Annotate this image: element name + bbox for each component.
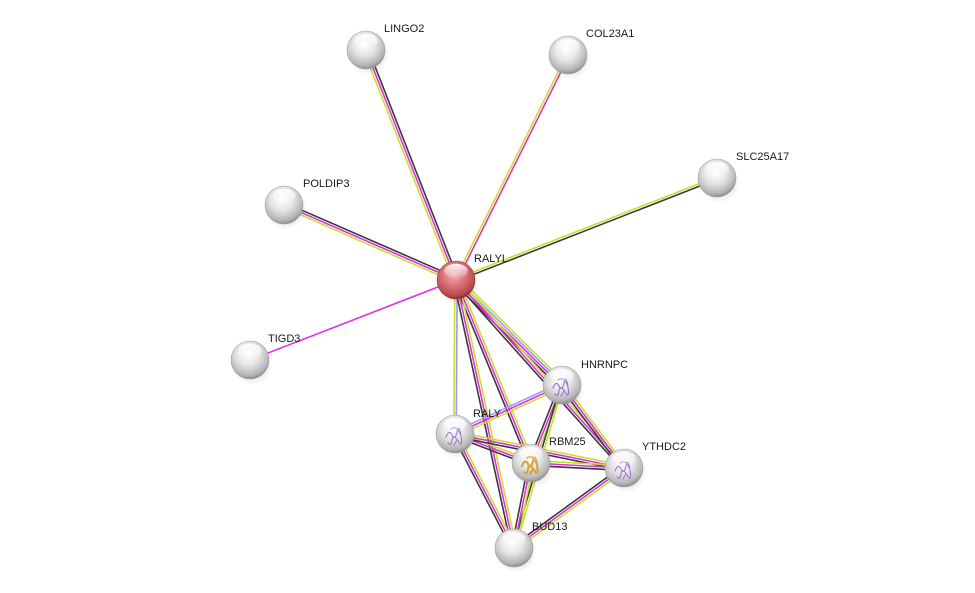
node-gloss [443,417,467,433]
node-gloss [550,368,574,384]
edge-evidence-coexpression [453,280,530,465]
node-raly[interactable]: RALY [435,408,502,459]
node-gloss [519,446,543,462]
edge-evidence-experiments [249,279,457,361]
node-bud13[interactable]: BUD13 [494,521,567,573]
edge-ralyl-rbm25[interactable] [453,278,534,465]
node-tigd3[interactable]: TIGD3 [230,333,300,385]
edge-evidence-coexpression [512,465,624,547]
edge-ralyl-ythdc2[interactable] [453,277,627,471]
node-label: BUD13 [532,521,567,533]
edge-evidence-textmining [514,469,626,551]
node-label: RALYL [474,253,508,265]
edge-evidence-textmining [457,278,534,463]
node-label: TIGD3 [268,333,300,345]
node-hnrnpc[interactable]: HNRNPC [542,359,628,410]
edge-evidence-coexpression [453,281,623,471]
edge-evidence-experiments [455,279,515,549]
node-gloss [238,343,262,359]
node-gloss [556,38,580,54]
edge-evidence-experiments [456,55,570,281]
node-poldip3[interactable]: POLDIP3 [264,178,349,230]
edge-evidence-textmining [453,279,456,434]
node-slc25a17[interactable]: SLC25A17 [697,151,789,203]
edge-evidence-textmining [457,276,566,384]
edge-evidence-textmining [457,277,627,467]
edge-ralyl-slc25a17[interactable] [455,176,718,282]
node-ralyl[interactable]: RALYL [436,253,508,305]
node-gloss [354,33,378,49]
node-gloss [444,263,468,279]
edge-evidence-textmining [282,206,456,283]
edge-ralyl-raly[interactable] [453,279,458,435]
node-gloss [272,188,296,204]
node-label: YTHDC2 [642,441,686,453]
node-rbm25[interactable]: RBM25 [511,436,586,488]
edge-ralyl-bud13[interactable] [452,279,518,549]
edge-evidence-coexpression [456,178,718,282]
node-label: RALY [473,408,502,420]
edge-evidence-experiments [283,204,457,281]
edge-ralyl-col23a1[interactable] [454,54,570,281]
edge-evidence-textmining [457,279,518,548]
node-label: COL23A1 [586,28,634,40]
node-label: LINGO2 [384,23,424,35]
node-gloss [502,531,526,547]
node-gloss [705,161,729,177]
edge-evidence-textmining [363,50,455,282]
edge-evidence-homology [455,280,458,435]
edge-evidence-coexpression [452,280,513,549]
edge-ythdc2-bud13[interactable] [512,465,626,551]
node-label: HNRNPC [581,359,628,371]
node-ythdc2[interactable]: YTHDC2 [604,441,686,493]
node-label: RBM25 [549,436,586,448]
edge-ralyl-tigd3[interactable] [249,279,457,361]
node-col23a1[interactable]: COL23A1 [548,28,634,80]
edge-evidence-coexpression [367,48,459,280]
edge-evidence-coexpression [284,202,458,279]
edges-layer [249,48,718,551]
edge-evidence-experiments [455,279,532,464]
edge-evidence-textmining [455,176,717,280]
edge-evidence-experiments [365,49,457,281]
node-label: POLDIP3 [303,178,349,190]
node-lingo2[interactable]: LINGO2 [346,23,424,75]
edge-evidence-textmining [454,54,568,280]
edge-evidence-experiments [455,279,625,469]
node-gloss [612,451,636,467]
edge-ralyl-poldip3[interactable] [282,202,458,283]
edge-evidence-experiments [513,467,625,549]
node-label: SLC25A17 [736,151,789,163]
nodes-layer: RALYL LINGO2 COL23A1SLC25A17POLDIP3TIGD3HN… [230,23,789,573]
edge-ralyl-lingo2[interactable] [363,48,459,282]
